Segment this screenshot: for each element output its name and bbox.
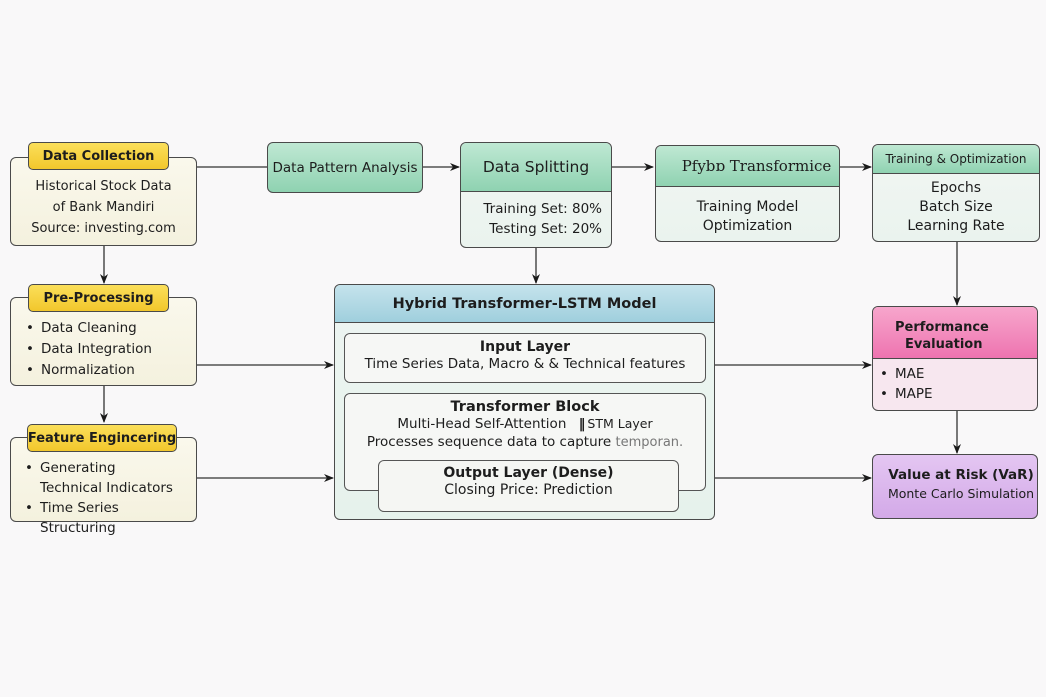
multi-head-attention-text: Multi-Head Self-Attention (397, 416, 567, 432)
input-layer-title: Input Layer (479, 339, 571, 355)
list-item: MAE (877, 364, 1037, 384)
var-title: Value at Risk (VaR) (888, 467, 1034, 483)
training-optimization-title: Training & Optimization (885, 152, 1027, 166)
list-item: Data Integration (23, 339, 196, 360)
list-item: Data Cleaning (23, 318, 196, 339)
output-layer-box: Output Layer (Dense) Closing Price: Pred… (378, 460, 679, 512)
list-item: Time Series Structuring (22, 498, 196, 538)
data-collection-title: Data Collection (42, 148, 155, 164)
feature-engineering-list: Generating Technical Indicators Time Ser… (22, 458, 196, 538)
data-collection-box: Historical Stock Data of Bank Mandiri So… (10, 157, 197, 246)
list-item: MAPE (877, 384, 1037, 404)
value-at-risk-box: Value at Risk (VaR) Monte Carlo Simulati… (872, 454, 1038, 519)
data-collection-line: Source: investing.com (31, 221, 176, 236)
model-title: Hybrid Transformer-LSTM Model (392, 295, 657, 312)
transformer-block-title: Transformer Block (450, 399, 600, 415)
output-layer-desc: Closing Price: Prediction (444, 482, 613, 498)
feature-engineering-title: Feature Engincering (27, 430, 177, 446)
pre-processing-tag: Pre-Processing (28, 284, 169, 312)
data-pattern-analysis-title: Data Pattern Analysis (272, 159, 418, 176)
data-splitting-title: Data Splitting (482, 158, 590, 176)
separator-icon: ‖ (578, 416, 586, 432)
feature-engineering-tag: Feature Engincering (27, 424, 177, 452)
batch-size-text: Batch Size (919, 199, 993, 215)
performance-title: Evaluation (905, 337, 983, 352)
list-item-text: Generating (40, 460, 116, 476)
hybrid-transformer-line: Training Model (696, 199, 799, 215)
training-set-text: Training Set: 80% (483, 201, 602, 217)
input-layer-box: Input Layer Time Series Data, Macro & & … (344, 333, 706, 383)
learning-rate-text: Learning Rate (907, 218, 1005, 234)
metrics-list: MAE MAPE (877, 364, 1037, 404)
var-desc: Monte Carlo Simulation (887, 486, 1035, 501)
pre-processing-list: Data Cleaning Data Integration Normaliza… (23, 318, 196, 381)
testing-set-text: Testing Set: 20% (489, 221, 602, 237)
performance-evaluation-box: Performance Evaluation MAE MAPE (872, 306, 1038, 411)
transformer-desc: Processes sequence data to capture (366, 434, 612, 450)
transformer-desc-faded: temporan. (615, 435, 684, 450)
data-pattern-analysis-box: Data Pattern Analysis (267, 142, 423, 193)
input-layer-desc: Time Series Data, Macro & & Technical fe… (364, 356, 686, 372)
performance-title: Performance (895, 320, 989, 335)
data-splitting-box: Data Splitting Training Set: 80% Testing… (460, 142, 612, 248)
list-item: Normalization (23, 360, 196, 381)
list-item: Generating Technical Indicators (22, 458, 196, 498)
data-collection-line: Historical Stock Data (35, 179, 172, 194)
hybrid-transformer-title: Pfybɒ Transformice (681, 157, 832, 175)
hybrid-transformer-box: Pfybɒ Transformice Training Model Optimi… (655, 145, 840, 242)
list-item-text: Technical Indicators (40, 480, 173, 496)
lstm-layer-text: STM Layer (587, 416, 653, 431)
data-collection-tag: Data Collection (28, 142, 169, 170)
training-optimization-box: Training & Optimization Epochs Batch Siz… (872, 144, 1040, 242)
pre-processing-title: Pre-Processing (43, 290, 154, 306)
hybrid-transformer-line: Optimization (702, 218, 793, 234)
epochs-text: Epochs (930, 180, 982, 196)
output-layer-title: Output Layer (Dense) (443, 465, 614, 481)
data-collection-line: of Bank Mandiri (52, 200, 155, 215)
